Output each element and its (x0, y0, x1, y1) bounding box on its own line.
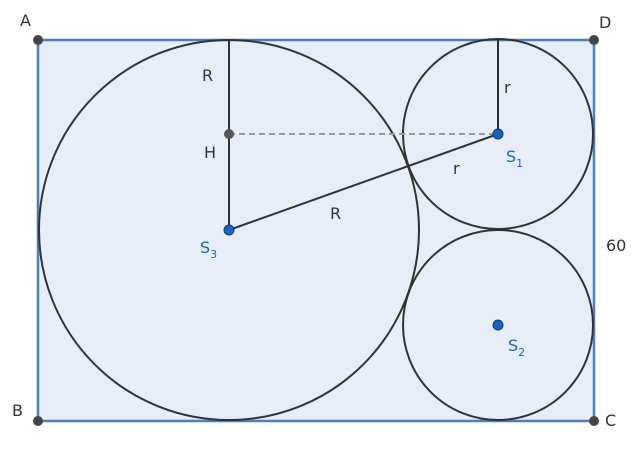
label-b: B (12, 401, 23, 420)
label-R-slant: R (330, 204, 341, 223)
circle-s2 (402, 229, 594, 421)
label-h: H (204, 143, 216, 162)
label-r-vertical: r (504, 78, 511, 97)
label-R-vertical: R (202, 66, 213, 85)
point-s1 (492, 128, 504, 140)
point-h (224, 129, 234, 139)
point-s2 (492, 319, 504, 331)
point-d (589, 35, 599, 45)
label-side-60: 60 (606, 236, 626, 255)
segment-s3-s1 (228, 133, 499, 231)
point-c (589, 416, 599, 426)
label-s2: S2 (508, 336, 525, 359)
label-d: D (599, 13, 611, 32)
point-b (33, 416, 43, 426)
label-c: C (605, 411, 616, 430)
label-s3: S3 (200, 238, 217, 261)
label-r-slant: r (453, 159, 460, 178)
point-s3 (223, 224, 235, 236)
label-s1: S1 (506, 147, 523, 170)
label-a: A (20, 11, 31, 30)
point-a (33, 35, 43, 45)
